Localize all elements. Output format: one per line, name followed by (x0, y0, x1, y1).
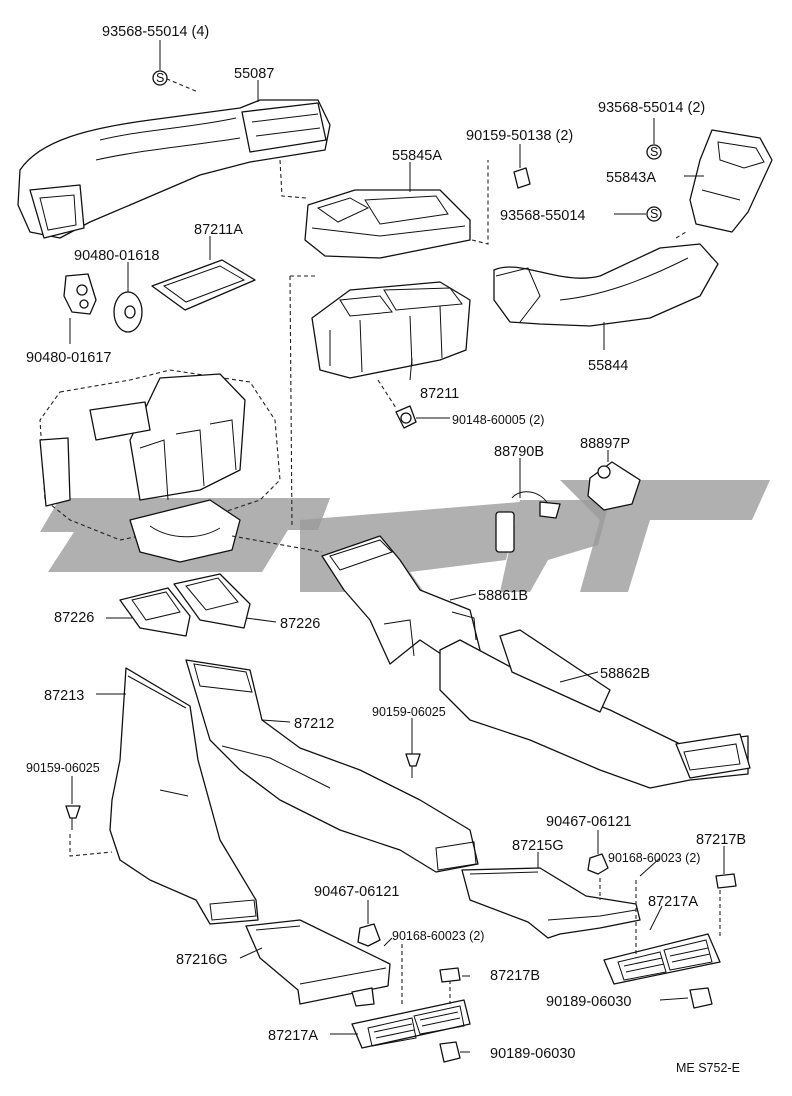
label-87226-left: 87226 (54, 610, 94, 626)
bolt-90159-50138 (513, 167, 531, 189)
grommet-90480-01617 (63, 273, 97, 315)
duct-87212 (185, 659, 479, 873)
label-88790b: 88790B (494, 444, 544, 460)
clip-90159-left (65, 805, 81, 830)
duct-55843a (689, 129, 773, 233)
label-87217a-right: 87217A (648, 894, 698, 910)
label-93568-55014-4: 93568-55014 (4) (102, 24, 209, 40)
label-93568-55014: 93568-55014 (500, 208, 585, 224)
label-55087: 55087 (234, 66, 274, 82)
footer-code: ME S752-E (676, 1061, 740, 1075)
svg-text:S: S (650, 207, 658, 221)
label-93568-55014-2: 93568-55014 (2) (598, 100, 705, 116)
label-55845a: 55845A (392, 148, 442, 164)
duct-87216g (245, 919, 391, 1007)
labels: 93568-55014 (4) 55087 93568-55014 (2) 90… (26, 24, 746, 1075)
clip-90159-right (405, 734, 421, 778)
nut-90467-right (587, 853, 609, 875)
label-90467-06121-right: 90467-06121 (546, 814, 631, 830)
label-90168-60023-left: 90168-60023 (2) (392, 929, 484, 943)
label-90189-06030-right: 90189-06030 (546, 994, 631, 1010)
label-87213: 87213 (44, 688, 84, 704)
clip-90189-left (439, 1041, 461, 1063)
label-58862b: 58862B (600, 666, 650, 682)
label-90159-06025-right: 90159-06025 (372, 705, 446, 719)
screw-marker-right-1: S (646, 206, 662, 222)
screw-90148-60005 (395, 405, 417, 429)
grommet-90480-01618 (113, 291, 143, 333)
sensor-88790b (495, 491, 561, 553)
label-90168-60023-right: 90168-60023 (2) (608, 851, 700, 865)
svg-text:S: S (650, 145, 658, 159)
label-55843a: 55843A (606, 170, 656, 186)
label-90480-01617: 90480-01617 (26, 350, 111, 366)
heater-case (39, 369, 281, 563)
clip-90189-right (689, 987, 713, 1009)
leader-lines (69, 40, 725, 1053)
svg-text:S: S (156, 71, 164, 85)
register-87217a-left (351, 999, 471, 1049)
seal-87226-left (119, 587, 191, 637)
duct-55845a (304, 189, 471, 259)
duct-87213 (109, 667, 259, 925)
label-55844: 55844 (588, 358, 628, 374)
seal-87211a (151, 259, 256, 311)
label-88897p: 88897P (580, 436, 630, 452)
sensor-88897p (587, 461, 641, 511)
label-90148-60005: 90148-60005 (2) (452, 413, 544, 427)
label-87217a-left: 87217A (268, 1028, 318, 1044)
label-87216g: 87216G (176, 952, 228, 968)
label-87211: 87211 (420, 386, 459, 402)
housing-87211 (311, 281, 471, 379)
label-90480-01618: 90480-01618 (74, 248, 159, 264)
screw-marker-top: S (152, 70, 168, 86)
label-90159-06025-left: 90159-06025 (26, 761, 100, 775)
label-90189-06030-left: 90189-06030 (490, 1046, 575, 1062)
label-90467-06121-left: 90467-06121 (314, 884, 399, 900)
screw-marker-right-2: S (646, 144, 662, 160)
label-87217b-right: 87217B (696, 832, 746, 848)
duct-55844 (493, 243, 719, 327)
label-87217b-left: 87217B (490, 968, 540, 984)
label-58861b: 58861B (478, 588, 528, 604)
label-87215g: 87215G (512, 838, 564, 854)
label-90159-50138: 90159-50138 (2) (466, 128, 573, 144)
label-87212: 87212 (294, 716, 334, 732)
clip-87217b-right (715, 873, 737, 889)
register-87217a-right (603, 933, 721, 985)
clip-87217b-left (439, 967, 461, 983)
nut-90467-left (357, 923, 381, 947)
duct-87215g (461, 867, 641, 939)
duct-58862b (439, 629, 751, 789)
seal-87226-right (173, 573, 251, 629)
duct-55087 (17, 99, 331, 239)
label-87211a: 87211A (194, 222, 243, 238)
label-87226-right: 87226 (280, 616, 320, 632)
